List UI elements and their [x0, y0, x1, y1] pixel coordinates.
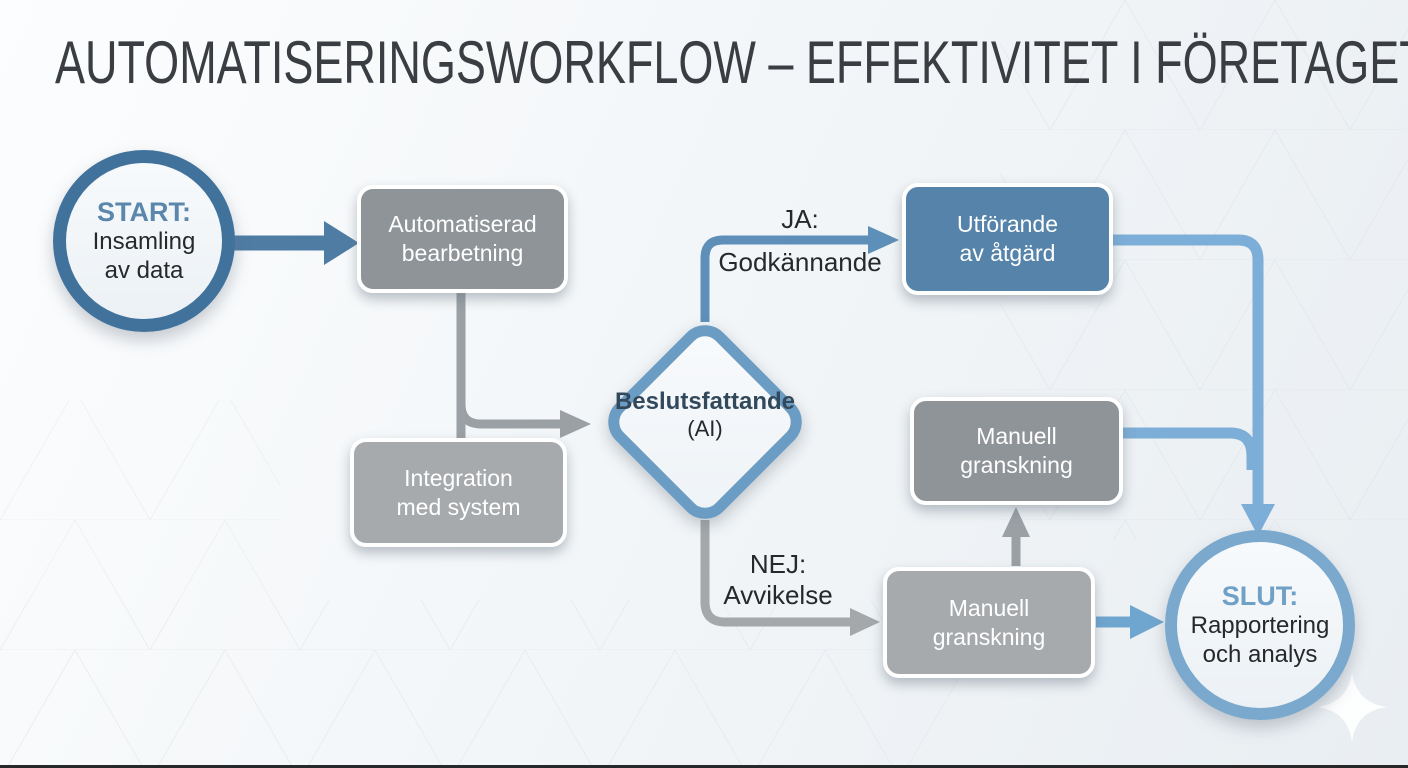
arrowhead-start-to-automated — [324, 221, 359, 265]
automated-line1: Automatiserad — [388, 211, 537, 238]
integration-line1: Integration — [404, 464, 513, 491]
end-line1: Rapportering — [1190, 611, 1330, 639]
end-line2: och analys — [1202, 640, 1318, 668]
node-manual-review-top: Manuell granskning — [910, 397, 1123, 505]
node-execute-action: Utförande av åtgärd — [902, 183, 1113, 295]
arrowhead-execute-to-end — [1241, 504, 1275, 536]
page-title: AUTOMATISERINGSWORKFLOW – EFFEKTIVITET I… — [55, 29, 1408, 96]
arrowhead-manualbottom-to-end — [1130, 605, 1164, 639]
start-heading: START: — [97, 196, 191, 227]
manual-bottom-line2: granskning — [932, 623, 1046, 650]
end-heading: SLUT: — [1221, 580, 1299, 611]
decision-heading: Beslutsfattande — [614, 388, 796, 415]
edge-manualtop-merge — [1123, 427, 1258, 470]
edge-execute-to-end — [1112, 234, 1264, 504]
execute-line2: av åtgärd — [959, 240, 1056, 266]
manual-top-line1: Manuell — [976, 423, 1057, 450]
arrowhead-yes — [868, 226, 899, 254]
sparkle-icon — [1317, 672, 1387, 742]
decision-sub: (AI) — [687, 416, 723, 441]
edge-elbow-to-decision — [456, 403, 560, 429]
label-no-line1: NEJ: — [749, 549, 807, 579]
node-integration: Integration med system — [350, 438, 567, 547]
node-automated-processing: Automatiserad bearbetning — [357, 185, 568, 293]
label-no-line2: Avvikelse — [723, 580, 833, 610]
edge-no — [700, 520, 850, 627]
execute-line1: Utförande — [956, 211, 1058, 238]
arrowhead-no — [850, 608, 880, 636]
edge-yes — [700, 235, 868, 322]
manual-top-line2: granskning — [960, 452, 1073, 478]
arrowhead-to-decision — [560, 410, 591, 438]
start-line1: Insamling — [92, 227, 196, 255]
label-yes-line2: Godkännande — [718, 247, 882, 277]
automated-line2: bearbetning — [401, 240, 524, 266]
node-manual-review-bottom: Manuell granskning — [883, 567, 1095, 678]
node-end: SLUT: Rapportering och analys — [1165, 530, 1355, 720]
arrowhead-manualbottom-up — [1002, 507, 1030, 537]
manual-bottom-line1: Manuell — [948, 594, 1030, 621]
node-start: START: Insamling av data — [53, 150, 235, 332]
decision-text: Beslutsfattande (AI) — [595, 388, 815, 442]
start-line2: av data — [104, 256, 184, 284]
integration-line2: med system — [396, 493, 521, 520]
label-yes-line1: JA: — [781, 204, 819, 234]
